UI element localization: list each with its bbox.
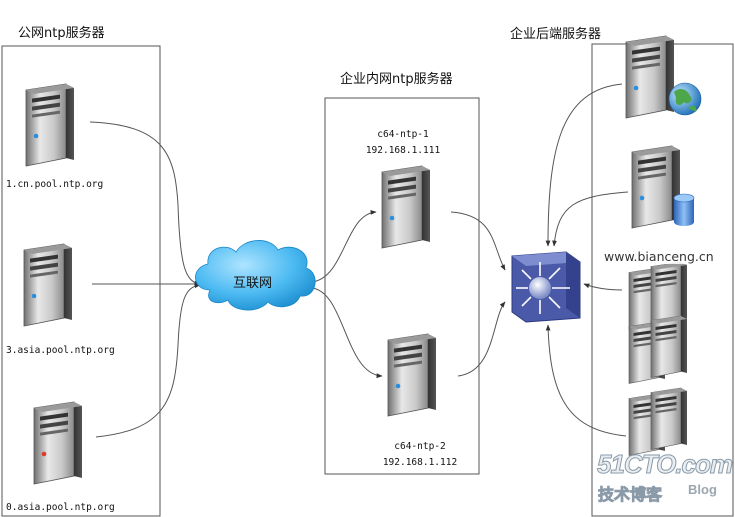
web-server-icon xyxy=(625,35,702,119)
blog-watermark: Blog xyxy=(688,482,717,497)
internal-server-1 xyxy=(381,165,431,249)
connection-lines xyxy=(89,83,629,438)
public-server-1 xyxy=(25,83,75,167)
public-server-1-light xyxy=(33,133,39,139)
internal-ntp-title: 企业内网ntp服务器 xyxy=(340,72,453,87)
internet-cloud-icon xyxy=(195,240,316,311)
logo-watermark: 51CTO.com xyxy=(596,449,733,480)
public-server-3-host: 0.asia.pool.ntp.org xyxy=(6,502,115,513)
internal-server-1-ip: 192.168.1.111 xyxy=(365,145,441,156)
public-server-2 xyxy=(23,243,73,327)
layer3-switch-icon xyxy=(511,251,581,323)
public-server-3 xyxy=(33,401,83,485)
public-server-2-host: 3.asia.pool.ntp.org xyxy=(6,345,115,356)
public-server-1-host: 1.cn.pool.ntp.org xyxy=(6,179,104,190)
backend-title: 企业后端服务器 xyxy=(510,27,602,42)
public-server-2-light xyxy=(31,293,37,299)
database-server-icon xyxy=(631,145,695,229)
internal-server-1-name: c64-ntp-1 xyxy=(377,129,429,140)
sub-watermark: 技术博客 xyxy=(598,485,663,505)
public-server-3-light xyxy=(41,451,47,457)
server-cluster-icon xyxy=(628,387,688,456)
public-ntp-title: 公网ntp服务器 xyxy=(18,26,105,41)
site-watermark: www.bianceng.cn xyxy=(604,249,714,264)
internet-label: 互联网 xyxy=(233,276,273,291)
internal-server-2-ip: 192.168.1.112 xyxy=(382,457,458,468)
public-ntp-box xyxy=(1,45,161,517)
server-cluster-icon xyxy=(628,261,688,384)
internal-server-2-name: c64-ntp-2 xyxy=(394,441,446,452)
internal-ntp-box xyxy=(324,97,480,475)
internal-server-2 xyxy=(387,333,437,417)
